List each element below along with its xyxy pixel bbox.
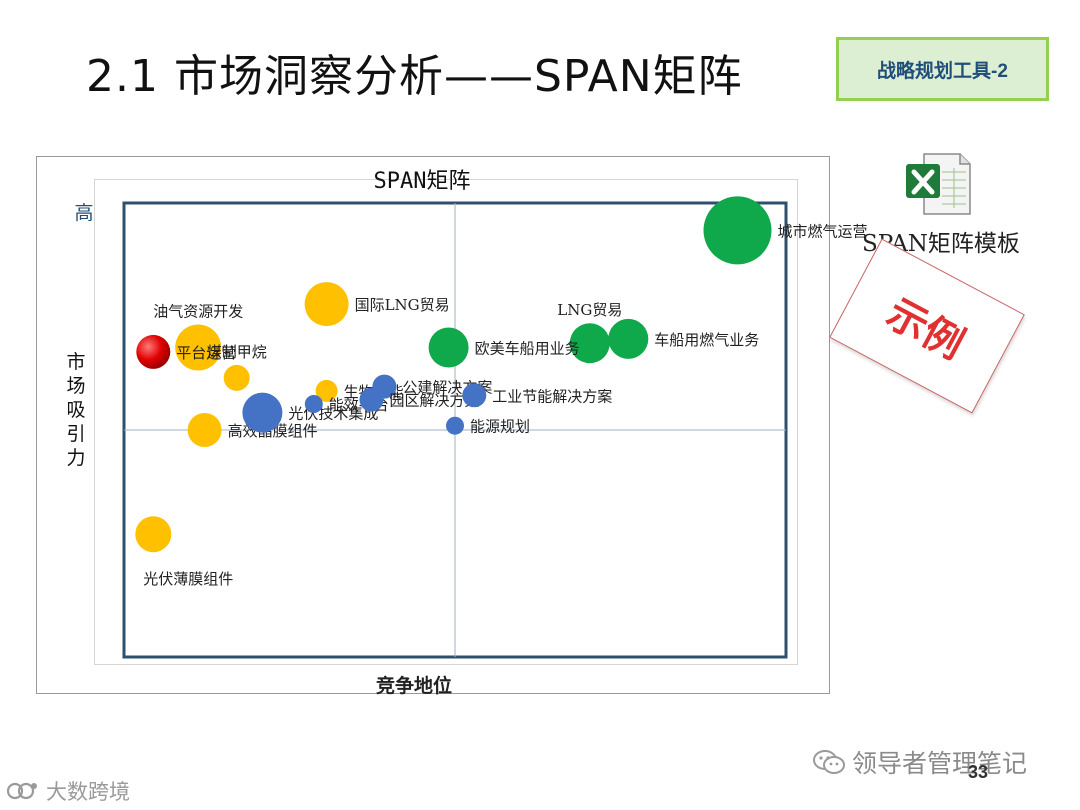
data-point	[608, 318, 649, 359]
data-point	[703, 196, 772, 265]
data-point-label: 平台运营	[176, 344, 236, 362]
excel-file-icon[interactable]	[902, 150, 974, 218]
data-point	[187, 413, 222, 447]
chart-title: SPAN矩阵	[374, 169, 471, 194]
data-point-label: 国际LNG贸易	[355, 296, 450, 314]
y-axis-label-char: 吸	[66, 399, 85, 421]
data-point	[304, 282, 349, 327]
chart-inner-frame	[94, 179, 798, 665]
page-title: 2.1 市场洞察分析——SPAN矩阵	[86, 51, 743, 102]
x-axis-label: 竞争地位	[376, 674, 452, 697]
data-point	[569, 323, 610, 364]
data-point-label: 园区解决方案	[390, 392, 480, 410]
data-point	[359, 387, 384, 412]
data-point-label: 煤制甲烷	[207, 343, 267, 361]
data-point	[223, 364, 250, 391]
example-stamp-text: 示例	[879, 290, 972, 369]
page-number: 33	[968, 762, 989, 782]
brand-logo-icon	[6, 782, 37, 800]
data-point	[136, 334, 171, 369]
data-point	[135, 516, 172, 553]
watermark-right-text: 领导者管理笔记	[852, 749, 1028, 778]
data-point-label: 油气资源开发	[153, 303, 243, 321]
data-point-label: LNG贸易	[557, 301, 622, 319]
tool-badge: 战略规划工具-2	[836, 37, 1049, 101]
data-point	[304, 395, 323, 413]
watermark-left: 大数跨境	[6, 776, 130, 806]
y-axis-label-char: 市	[66, 351, 85, 373]
y-axis-label-char: 力	[66, 447, 85, 469]
data-point	[446, 416, 464, 435]
data-point-label: 能源规划	[470, 418, 530, 436]
y-axis-high-label: 高	[74, 202, 93, 224]
data-point	[462, 383, 487, 408]
data-point	[242, 392, 283, 433]
data-point	[428, 327, 469, 368]
watermark-right: 领导者管理笔记	[812, 744, 1027, 780]
chart-frame	[36, 156, 830, 694]
wechat-icon	[813, 750, 845, 774]
y-axis-label-char: 场	[66, 375, 85, 397]
data-point-label: 欧美车船用业务	[475, 340, 580, 358]
data-point-label: 城市燃气运营	[778, 222, 868, 240]
data-point-label: 车船用燃气业务	[654, 331, 759, 349]
data-point-label: 工业节能解决方案	[492, 387, 612, 405]
data-point	[175, 324, 222, 371]
watermark-left-text: 大数跨境	[46, 780, 130, 804]
data-point-label: 光伏薄膜组件	[143, 570, 233, 588]
y-axis-label-char: 引	[66, 423, 85, 445]
data-point	[315, 379, 338, 402]
